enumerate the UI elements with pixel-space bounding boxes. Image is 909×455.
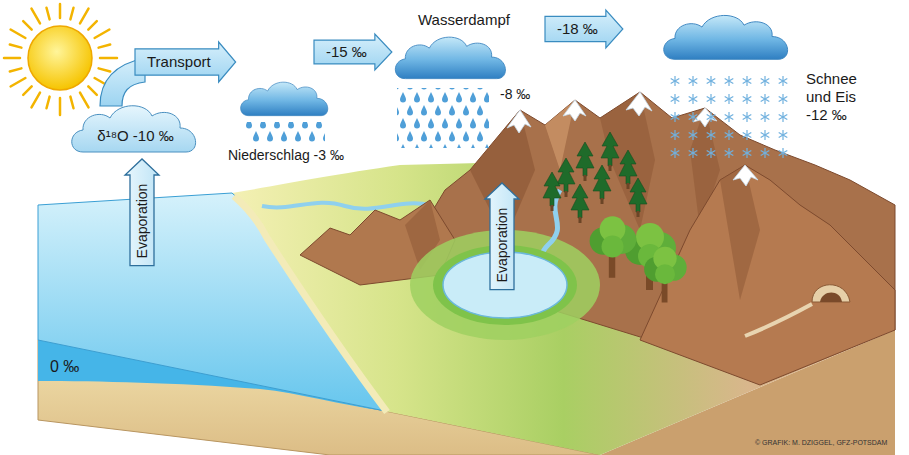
copyright-note: © GRAFIK: M. DZIGGEL, GFZ-POTSDAM	[755, 439, 887, 447]
node-text: Evaporation	[494, 207, 510, 282]
lake	[410, 190, 600, 340]
precipitation-label: Niederschlag -3 ‰	[228, 147, 344, 164]
node-text: -15 ‰	[326, 43, 367, 60]
snow-label: Schnee und Eis -12 ‰	[806, 70, 870, 124]
evaporation-arrow: Evaporation	[485, 183, 519, 290]
flow-arrow: -15 ‰	[314, 34, 392, 70]
isotope-value: -8 ‰	[500, 86, 530, 103]
isotope-cloud: δ¹⁸O -10 ‰	[68, 100, 203, 158]
cave	[812, 285, 850, 302]
node-text: δ¹⁸O -10 ‰	[97, 127, 173, 144]
node-text: -18 ‰	[557, 20, 598, 37]
node-text: Evaporation	[134, 183, 150, 258]
river	[262, 203, 430, 209]
isotope-value: 0 ‰	[50, 357, 79, 376]
flow-arrow: -18 ‰	[545, 10, 623, 48]
mountains	[300, 92, 895, 385]
vapor-label: Wasserdampf	[418, 11, 510, 29]
node-text: Transport	[147, 53, 211, 70]
evaporation-arrow: Evaporation	[125, 159, 159, 266]
ocean-surface	[38, 193, 385, 411]
clouds	[241, 15, 792, 158]
transport-arrow: Transport	[135, 42, 236, 82]
